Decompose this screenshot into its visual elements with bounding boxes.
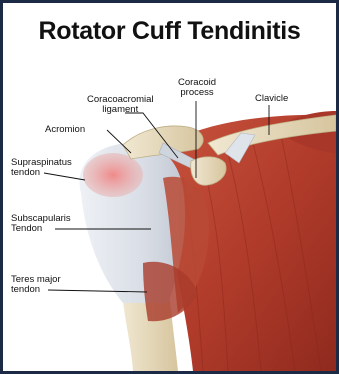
label-text: tendon <box>11 168 72 178</box>
label-supraspinatus-tendon: Supraspinatus tendon <box>11 158 72 178</box>
page-title: Rotator Cuff Tendinitis <box>3 17 336 46</box>
label-clavicle: Clavicle <box>255 94 288 104</box>
label-text: Tendon <box>11 224 71 234</box>
inflamed-region <box>83 153 143 197</box>
label-teres-major-tendon: Teres major tendon <box>11 275 61 295</box>
shoulder-illustration <box>3 3 336 371</box>
label-text: process <box>178 88 216 98</box>
label-text: tendon <box>11 285 61 295</box>
label-subscapularis-tendon: Subscapularis Tendon <box>11 214 71 234</box>
label-coracoacromial-ligament: Coracoacromial ligament <box>87 95 154 115</box>
diagram-canvas: Rotator Cuff Tendinitis Coracoacromial l… <box>3 3 336 371</box>
label-text: ligament <box>87 105 154 115</box>
label-acromion: Acromion <box>45 125 85 135</box>
label-coracoid-process: Coracoid process <box>178 78 216 98</box>
